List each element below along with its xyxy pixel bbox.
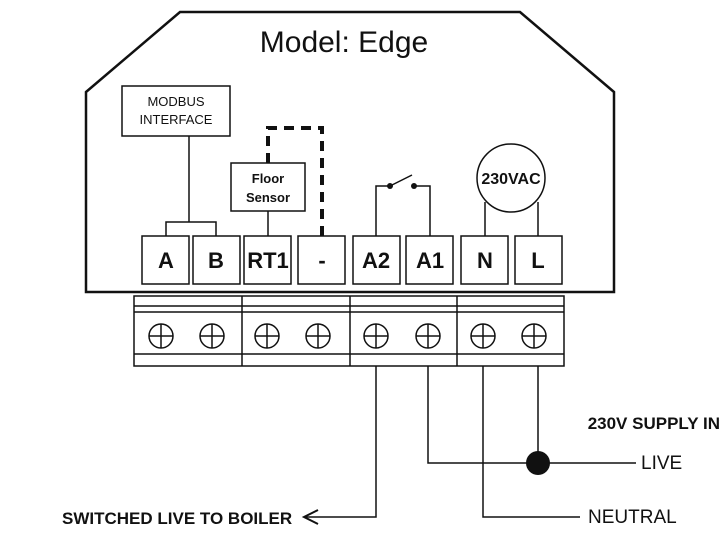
neutral-label: NEUTRAL [588,507,677,528]
terminal-block [133,295,565,367]
supply-voltage-circle: 230VAC [476,143,546,213]
screw-icon [199,323,225,349]
screw-icon [363,323,389,349]
relay-contact-right [411,183,417,189]
sensor-dashed-link [266,126,324,236]
modbus-interface-box: MODBUS INTERFACE [121,85,231,137]
device-housing [84,10,616,294]
terminal-label-b: B [208,248,224,273]
floor-sensor-label-line1: Floor [252,171,285,186]
floor-sensor-box: Floor Sensor [230,162,306,212]
floor-sensor-label-line2: Sensor [246,190,290,205]
terminal-label-rt1: RT1 [247,248,289,273]
boiler-wire [306,366,377,518]
neutral-wire [482,366,580,518]
screw-icon [521,323,547,349]
terminal-labels: A B RT1 - A2 A1 N L [141,235,563,285]
terminal-label-a2: A2 [362,248,390,273]
relay-switch [375,174,431,236]
terminal-label-minus: - [318,248,325,273]
modbus-label-line2: INTERFACE [140,112,213,127]
modbus-label-line1: MODBUS [147,94,204,109]
screw-icon [415,323,441,349]
screw-icon [254,323,280,349]
live-loop-wire [427,366,636,464]
live-junction-dot [526,451,550,475]
terminal-screws [148,323,547,349]
external-wiring [306,366,636,518]
live-label: LIVE [641,453,682,474]
boiler-label: SWITCHED LIVE TO BOILER [62,509,292,528]
terminal-label-n: N [477,248,493,273]
screw-icon [305,323,331,349]
screw-icon [148,323,174,349]
supply-in-label: 230V SUPPLY IN [588,414,720,433]
terminal-label-a: A [158,248,174,273]
terminal-label-l: L [531,248,544,273]
model-title: Model: Edge [260,26,428,59]
arrow-left-icon [301,509,319,525]
voltage-label: 230VAC [481,171,541,188]
modbus-wiring [165,136,217,236]
relay-contact-left [387,183,393,189]
screw-icon [470,323,496,349]
terminal-label-a1: A1 [416,248,444,273]
supply-circle-leads [484,202,539,236]
